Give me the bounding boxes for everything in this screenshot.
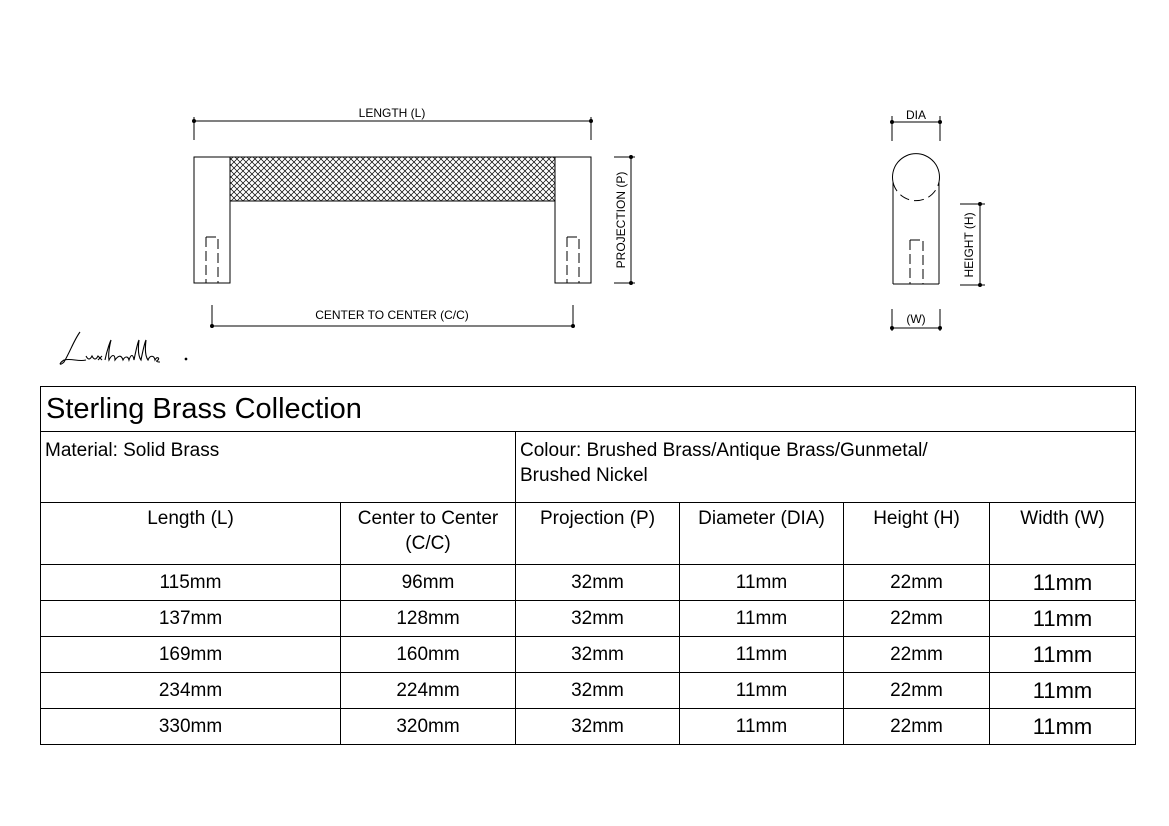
material-text: Material: Solid Brass xyxy=(45,440,220,461)
cell-diameter: 11mm xyxy=(679,672,844,709)
cell-projection: 32mm xyxy=(515,600,680,637)
collection-title: Sterling Brass Collection xyxy=(40,386,1136,432)
header-cc: Center to Center (C/C) xyxy=(340,502,516,565)
cell-width: 11mm xyxy=(989,636,1136,673)
colour-line-1: Colour: Brushed Brass/Antique Brass/Gunm… xyxy=(520,440,928,461)
cell-height: 22mm xyxy=(843,708,990,745)
length-label: LENGTH (L) xyxy=(359,106,426,120)
cell-length: 115mm xyxy=(40,564,341,601)
height-label: HEIGHT (H) xyxy=(962,212,976,277)
cell-cc: 128mm xyxy=(340,600,516,637)
cell-projection: 32mm xyxy=(515,564,680,601)
cell-height: 22mm xyxy=(843,564,990,601)
front-view xyxy=(192,117,635,328)
cell-height: 22mm xyxy=(843,600,990,637)
side-view xyxy=(890,116,985,331)
cell-length: 137mm xyxy=(40,600,341,637)
cell-length: 330mm xyxy=(40,708,341,745)
header-height: Height (H) xyxy=(843,502,990,565)
cell-projection: 32mm xyxy=(515,672,680,709)
cell-diameter: 11mm xyxy=(679,600,844,637)
header-text: Length (L) xyxy=(147,508,234,529)
cell-cc: 96mm xyxy=(340,564,516,601)
header-length: Length (L) xyxy=(40,502,341,565)
header-text: Height (H) xyxy=(873,508,960,529)
header-text: Width (W) xyxy=(1020,508,1105,529)
cell-width: 11mm xyxy=(989,564,1136,601)
header-diameter: Diameter (DIA) xyxy=(679,502,844,565)
cell-width: 11mm xyxy=(989,672,1136,709)
dia-label: DIA xyxy=(906,108,926,122)
header-text: Projection (P) xyxy=(539,508,656,529)
header-width: Width (W) xyxy=(989,502,1136,565)
cell-width: 11mm xyxy=(989,708,1136,745)
cell-cc: 160mm xyxy=(340,636,516,673)
cell-projection: 32mm xyxy=(515,708,680,745)
cell-height: 22mm xyxy=(843,636,990,673)
cell-width: 11mm xyxy=(989,600,1136,637)
technical-drawing: LENGTH (L) CENTER TO CENTER (C/C) PROJEC… xyxy=(59,106,985,365)
spec-table: Sterling Brass Collection Material: Soli… xyxy=(40,386,1136,745)
width-label: (W) xyxy=(906,312,925,326)
cell-diameter: 11mm xyxy=(679,564,844,601)
cell-diameter: 11mm xyxy=(679,636,844,673)
header-text: Center to Center xyxy=(357,508,499,529)
cell-cc: 320mm xyxy=(340,708,516,745)
projection-label: PROJECTION (P) xyxy=(614,172,628,269)
signature-logo xyxy=(59,331,188,365)
header-text: Diameter (DIA) xyxy=(698,508,825,529)
colour-line-2: Brushed Nickel xyxy=(520,465,648,486)
header-projection: Projection (P) xyxy=(515,502,680,565)
header-row: Length (L) Center to Center (C/C) Project… xyxy=(40,502,1136,565)
cell-cc: 224mm xyxy=(340,672,516,709)
cell-height: 22mm xyxy=(843,672,990,709)
colour-cell: Colour: Brushed Brass/Antique Brass/Gunm… xyxy=(515,431,1136,503)
header-text-2: (C/C) xyxy=(405,533,451,554)
material-cell: Material: Solid Brass xyxy=(40,431,516,503)
center-to-center-label: CENTER TO CENTER (C/C) xyxy=(315,308,469,322)
cell-length: 169mm xyxy=(40,636,341,673)
cell-projection: 32mm xyxy=(515,636,680,673)
cell-diameter: 11mm xyxy=(679,708,844,745)
cell-length: 234mm xyxy=(40,672,341,709)
